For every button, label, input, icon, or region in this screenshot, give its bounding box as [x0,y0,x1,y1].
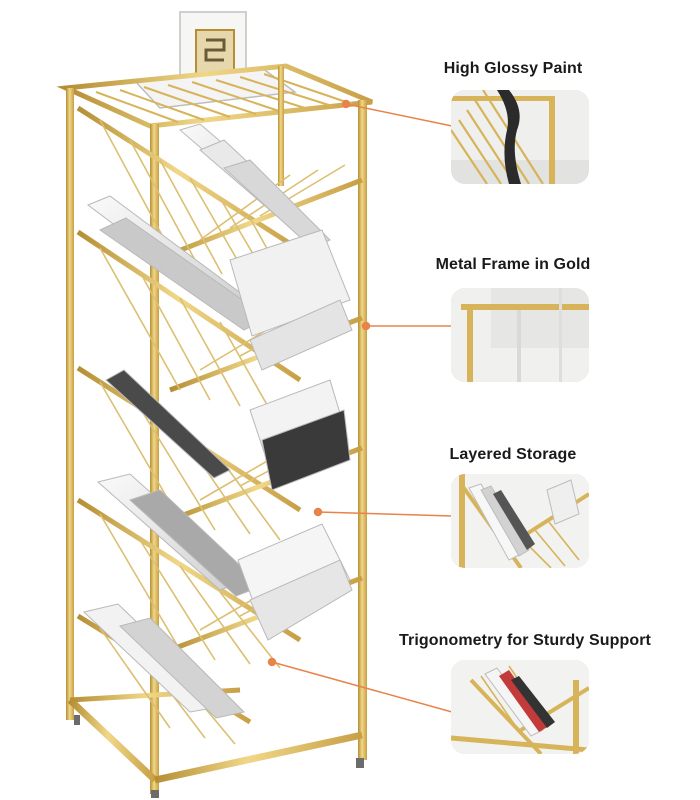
feature-label-glossy-paint: High Glossy Paint [443,60,583,77]
detail-thumbnail-metal-frame [451,288,589,382]
detail-thumbnail-sturdy-support [451,660,589,754]
detail-thumbnail-layered-storage [451,474,589,568]
feature-label-layered-storage: Layered Storage [449,446,577,463]
books-group [82,123,353,719]
feature-label-sturdy-support: Trigonometry for Sturdy Support [399,632,651,649]
detail-thumbnail-glossy-paint [451,90,589,184]
feature-label-metal-frame: Metal Frame in Gold [435,256,591,273]
decor-cube-icon [179,11,247,79]
